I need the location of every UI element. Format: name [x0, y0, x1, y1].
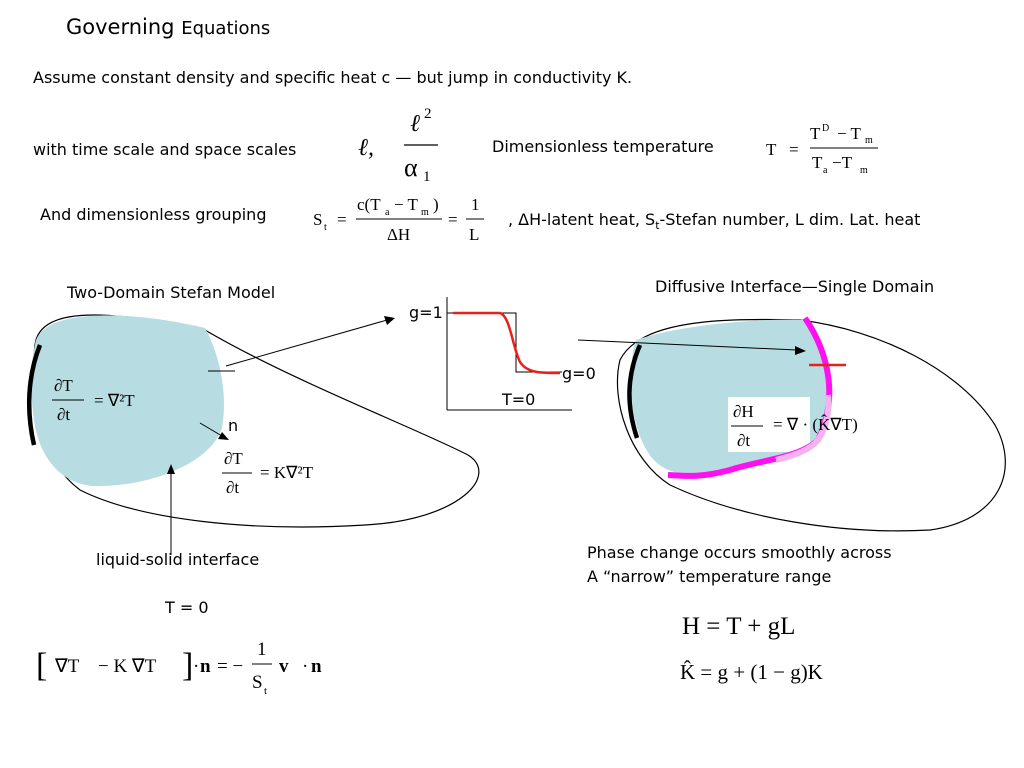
- grouping-eq2: =: [448, 210, 458, 229]
- sharp-step-line: [447, 312, 562, 373]
- phase-line-2: A “narrow” temperature range: [587, 567, 832, 586]
- g1-label: g=1: [409, 303, 443, 322]
- dim-temp-num-a-sup: D: [822, 123, 829, 134]
- grouping-note: , ΔH-latent heat, St-Stefan number, L di…: [508, 210, 920, 232]
- grouping-frac-num: 1: [471, 195, 480, 214]
- right-model-title: Diffusive Interface—Single Domain: [655, 277, 935, 296]
- note-pre: , ΔH-latent heat, S: [508, 210, 656, 229]
- eq2-den: ∂t: [226, 478, 239, 497]
- grouping-lhs-sub: t: [324, 222, 327, 233]
- dim-temp-label: Dimensionless temperature: [492, 137, 714, 156]
- grouping-frac-den: L: [469, 225, 479, 244]
- zoom-arrow-line: [225, 319, 388, 367]
- right-arrow-line: [577, 339, 798, 351]
- grouping-eq1: =: [337, 210, 347, 229]
- normal-arrow-line: [199, 422, 223, 437]
- slide-title: Governing Equations: [66, 15, 270, 39]
- dim-temp-den-b-sub: m: [860, 165, 868, 176]
- two-domain-diagram: n ∂T ∂t = ∇²T ∂T ∂t = K∇²T: [26, 314, 480, 555]
- eq2-num: ∂T: [224, 449, 243, 468]
- grouping-num-close: ): [433, 195, 439, 214]
- step-plot: g=1 g=0 T=0: [409, 297, 596, 411]
- g0-label: g=0: [562, 364, 596, 383]
- scales-den-sub: 1: [423, 169, 431, 185]
- grouping-formula: S t = c(T a − T m ) ΔH = 1 L: [313, 195, 484, 244]
- right-wall-boundary: [627, 344, 643, 439]
- stefan-condition: [ ∇T − K ∇T ] · n = − 1 S t v · n: [36, 639, 322, 697]
- normal-label: n: [228, 416, 238, 435]
- t0-label: T=0: [501, 390, 535, 409]
- note-post: -Stefan number, L dim. Lat. heat: [659, 210, 921, 229]
- grouping-num-op: − T: [394, 195, 419, 214]
- title-main: Governing: [66, 15, 175, 39]
- dim-temp-den-a: T: [812, 153, 823, 172]
- scales-formula: ℓ, ℓ 2 α 1: [358, 106, 438, 185]
- interface-label: liquid-solid interface: [96, 550, 260, 569]
- enthalpy-equation: H = T + gL: [682, 613, 795, 640]
- phase-line-1: Phase change occurs smoothly across: [587, 543, 892, 562]
- dim-temp-den-op: −T: [832, 153, 853, 172]
- stefan-rbr: ]: [182, 647, 193, 684]
- right-eq-box: [728, 397, 810, 452]
- stefan-n1: n: [200, 656, 211, 677]
- eq1-rhs: = ∇²T: [94, 391, 135, 410]
- scales-exp: 2: [424, 106, 432, 122]
- note-sub: t: [655, 219, 660, 233]
- stefan-frac-den: S: [252, 672, 263, 693]
- stefan-b: − K ∇T: [98, 656, 157, 677]
- grouping-num-a: c(T: [357, 195, 381, 214]
- stefan-eq: = −: [217, 656, 243, 677]
- liquid-region: [31, 315, 225, 487]
- stefan-dot1: ·: [193, 656, 199, 677]
- right-eq-rhs: = ∇ · (K̂∇T): [773, 415, 858, 434]
- grouping-num-b-sub: m: [421, 207, 429, 218]
- stefan-n2: n: [311, 656, 322, 677]
- grouping-den: ΔH: [387, 225, 410, 244]
- dim-temp-den-a-sub: a: [823, 165, 828, 176]
- wall-boundary: [26, 344, 43, 446]
- right-arrowhead: [795, 346, 806, 355]
- t-zero-label: T = 0: [165, 598, 209, 617]
- assumption-text: Assume constant density and specific hea…: [33, 68, 633, 87]
- dim-temp-formula: T = T D − T m T a −T m: [766, 123, 878, 176]
- scales-den: α: [404, 153, 418, 182]
- stefan-v: v: [279, 656, 289, 677]
- dim-temp-lhs: T: [766, 140, 777, 159]
- left-model-title: Two-Domain Stefan Model: [67, 283, 276, 302]
- grouping-lhs: S: [313, 210, 322, 229]
- single-domain-diagram: ∂H ∂t = ∇ · (K̂∇T): [577, 316, 1006, 532]
- grouping-label: And dimensionless grouping: [40, 205, 267, 224]
- ell-symbol: ℓ,: [358, 135, 374, 161]
- stefan-a: ∇T: [54, 656, 80, 677]
- right-outer-boundary: [616, 318, 1006, 532]
- dim-temp-eq: =: [789, 140, 799, 159]
- eq1-den: ∂t: [57, 405, 70, 424]
- interface-arrowhead: [167, 464, 175, 474]
- right-eq-num: ∂H: [733, 402, 754, 421]
- stefan-dot2: ·: [302, 656, 308, 677]
- eq2-rhs: = K∇²T: [260, 463, 314, 482]
- smooth-step-line: [453, 311, 561, 375]
- dim-temp-num-b-sub: m: [865, 135, 873, 146]
- dim-temp-num-op: − T: [837, 124, 862, 143]
- normal-arrowhead: [218, 432, 229, 440]
- grouping-num-a-sub: a: [385, 207, 390, 218]
- stefan-frac-den-sub: t: [264, 685, 267, 697]
- stefan-lbr: [: [36, 647, 47, 684]
- right-eq-den: ∂t: [737, 431, 750, 450]
- scales-num: ℓ: [410, 111, 420, 137]
- conductivity-equation: K̂ = g + (1 − g)K: [680, 660, 823, 684]
- title-rest: Equations: [181, 18, 271, 39]
- eq1-num: ∂T: [54, 376, 73, 395]
- scales-label: with time scale and space scales: [33, 140, 297, 159]
- stefan-frac-num: 1: [257, 639, 267, 660]
- zoom-arrowhead: [384, 316, 395, 325]
- dim-temp-num-a: T: [810, 124, 821, 143]
- diffuse-interface-light: [775, 394, 832, 463]
